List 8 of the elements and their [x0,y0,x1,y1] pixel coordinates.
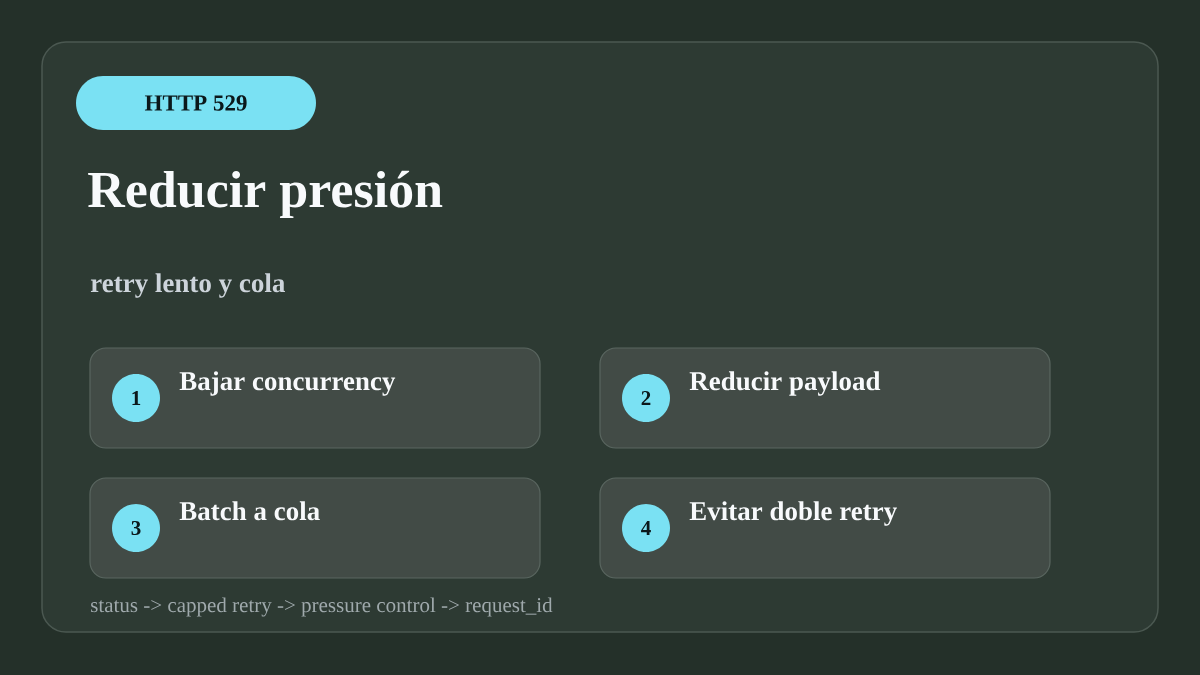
footer-text: status -> capped retry -> pressure control -> request_id [91,597,553,617]
number-badge: 1 [112,374,160,422]
subtitle: retry lento y cola [90,273,285,298]
number-badge: 3 [112,504,160,552]
status-pill: HTTP 529 [76,76,316,130]
number-badge: 4 [622,504,670,552]
number-badge: 2 [622,374,670,422]
title: Reducir presión [88,170,443,219]
